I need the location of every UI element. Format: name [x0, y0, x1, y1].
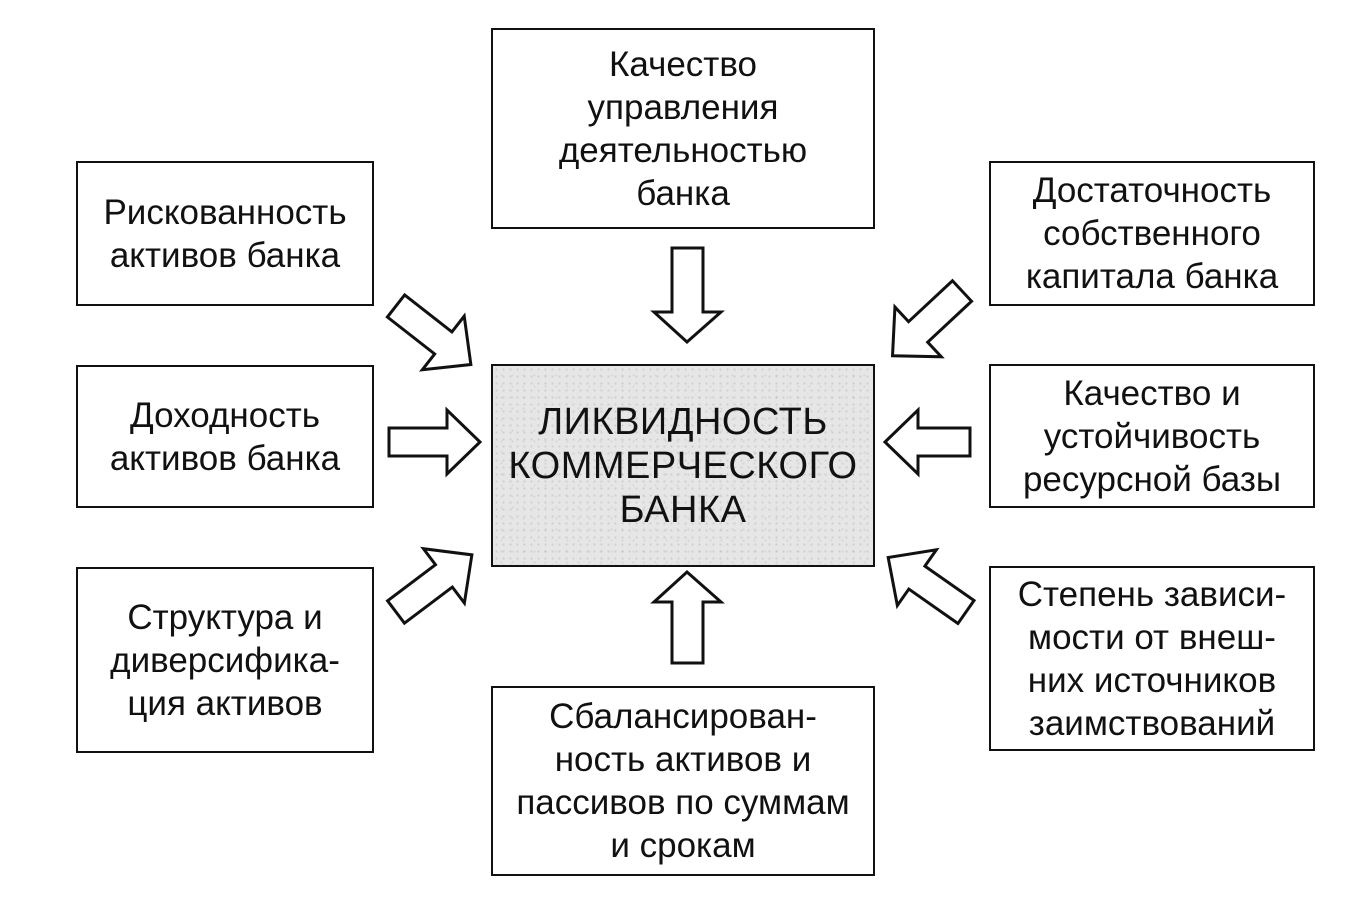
arrow-from-resource-base [882, 406, 972, 478]
factor-management-quality: Качество управления деятельностью банка [491, 28, 875, 229]
factor-asset-structure: Структура и диверсифика- ция активов [76, 567, 374, 753]
factor-external-dependence: Степень зависи- мости от внеш- них источ… [989, 566, 1315, 751]
arrow-from-asset-structure [385, 546, 474, 626]
factor-capital-adequacy: Достаточность собственного капитала банк… [989, 161, 1315, 306]
arrow-from-capital-adequacy [890, 278, 974, 359]
factor-asset-profitability: Доходность активов банка [76, 365, 374, 508]
factor-asset-risk: Рискованность активов банка [76, 161, 374, 306]
arrow-from-profitability [387, 406, 483, 478]
arrow-from-balance [650, 569, 725, 665]
factor-asset-liability-balance: Сбалансирован- ность активов и пассивов … [491, 686, 875, 876]
arrow-from-management-quality [650, 246, 725, 345]
arrow-from-external-dependence [886, 547, 977, 626]
factor-resource-base-quality: Качество и устойчивость ресурсной базы [989, 364, 1315, 508]
arrow-from-asset-risk [385, 292, 473, 372]
center-bank-liquidity: ЛИКВИДНОСТЬ КОММЕРЧЕСКОГО БАНКА [491, 364, 875, 567]
